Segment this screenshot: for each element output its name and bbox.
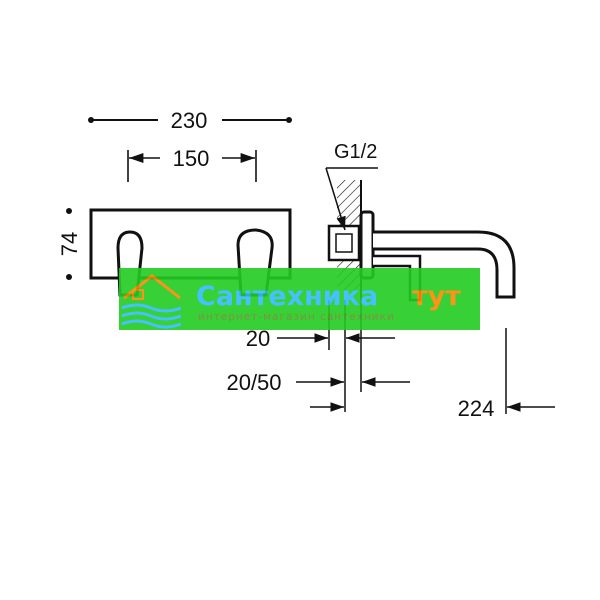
watermark-banner: Сантехника тут интернет-магазин сантехни… bbox=[119, 268, 480, 330]
watermark-title-part1: Сантехника bbox=[196, 281, 378, 312]
watermark-title-part2: тут bbox=[412, 281, 461, 312]
dim-label-224: 224 bbox=[458, 396, 495, 421]
body-inner bbox=[335, 233, 353, 253]
dim-label-20-50: 20/50 bbox=[226, 370, 281, 395]
dim-label-150: 150 bbox=[173, 146, 210, 171]
dim-label-20: 20 bbox=[246, 326, 270, 351]
spout bbox=[373, 230, 516, 299]
dim-dot-top bbox=[66, 208, 72, 214]
dimension-overall-width: 230 bbox=[88, 108, 292, 133]
dim-dot-bottom bbox=[66, 274, 72, 280]
dimension-spout-reach: 224 bbox=[310, 328, 555, 421]
house-logo-icon bbox=[121, 274, 182, 329]
dimension-handle-spacing: 150 bbox=[127, 146, 257, 182]
thread-leader bbox=[325, 167, 346, 231]
dimension-plate-height: 74 bbox=[57, 208, 82, 280]
concealed-body bbox=[327, 224, 361, 262]
thread-label: G1/2 bbox=[334, 141, 377, 163]
dim-label-230: 230 bbox=[171, 108, 208, 133]
dim-dot-right bbox=[286, 117, 292, 123]
watermark-subtitle: интернет-магазин сантехники bbox=[198, 311, 395, 323]
dim-label-74: 74 bbox=[57, 232, 82, 256]
